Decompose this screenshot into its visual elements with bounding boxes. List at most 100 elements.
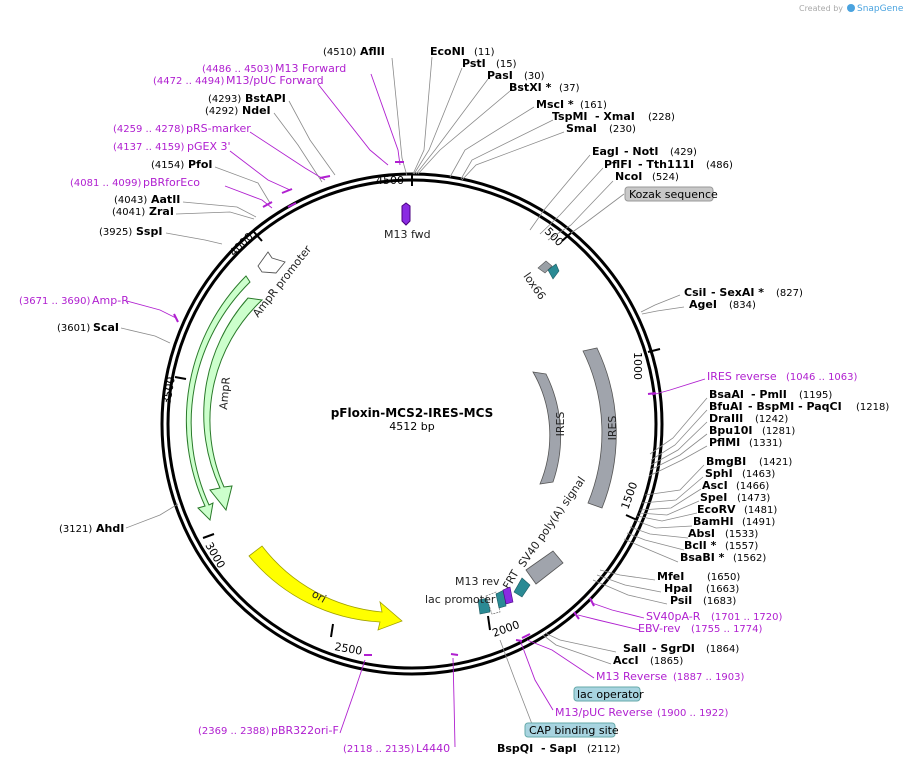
site-pasi[interactable]: PasI [487,69,513,82]
primer-m13-puc-forward[interactable]: M13/pUC Forward [226,74,324,87]
credit-brand[interactable]: SnapGene [857,4,904,14]
site-bstapi[interactable]: BstAPI [245,92,286,105]
primer-l4440[interactable]: L4440 [416,742,450,755]
site-acci[interactable]: AccI [613,654,639,667]
site-asci[interactable]: AscI [702,479,728,492]
site-sgrdi[interactable]: - SgrDI [652,642,695,655]
site-pos-eagi: (429) [670,147,697,158]
ires-inner-label: IRES [554,412,567,437]
primer-ires-reverse[interactable]: IRES reverse [707,370,777,383]
site-tspmi[interactable]: TspMI [552,110,588,123]
primer-range-m13-reverse: (1887 .. 1903) [673,672,745,683]
site-mfei[interactable]: MfeI [657,570,684,583]
site-aflii[interactable]: AflII [360,45,385,58]
ires-outer-label: IRES [606,416,619,441]
primer-sv40pa-r[interactable]: SV40pA-R [646,610,701,623]
site-sexai[interactable]: - SexAI * [711,286,764,299]
site-noti[interactable]: - NotI [624,145,659,158]
lac-operator-feature[interactable] [495,589,507,609]
primer-range-sv40pa-r: (1701 .. 1720) [711,612,783,623]
site-pmli[interactable]: - PmlI [751,388,787,401]
ampr-feature[interactable] [203,297,264,512]
primer-ebv-rev[interactable]: EBV-rev [638,622,681,635]
site-bsaai[interactable]: BsaAI [709,388,744,401]
site-psii[interactable]: PsiI [670,594,692,607]
site-agei[interactable]: AgeI [689,298,717,311]
site-sapi[interactable]: - SapI [541,742,577,755]
site-pos-smai: (230) [609,124,636,135]
primer-m13-puc-reverse[interactable]: M13/pUC Reverse [555,706,653,719]
site-ahdi[interactable]: AhdI [96,522,124,535]
ires-inner-feature[interactable] [532,371,562,485]
site-xmai[interactable]: - XmaI [595,110,635,123]
primer-leader-lines [126,73,706,748]
site-spei[interactable]: SpeI [700,491,727,504]
primer-m13-forward[interactable]: M13 Forward [275,62,346,75]
site-smai[interactable]: SmaI [566,122,597,135]
site-aatii[interactable]: AatII [151,193,180,206]
frt-feature[interactable] [513,577,531,598]
site-ndei[interactable]: NdeI [242,104,271,117]
primer-range-m13-forward: (4486 .. 4503) [202,64,274,75]
site-bcli[interactable]: BclI * [684,539,717,552]
site-tth111i[interactable]: - Tth111I [638,158,694,171]
plasmid-size: 4512 bp [389,420,434,433]
ori-feature[interactable] [248,545,403,631]
primer-range-pbrforeco: (4081 .. 4099) [70,178,142,189]
site-pos-bspqi: (2112) [587,744,620,755]
cap-box[interactable] [524,722,616,738]
primer-pbr322ori-f[interactable]: pBR322ori-F [271,724,339,737]
site-sphi[interactable]: SphI [705,467,733,480]
primer-m13-reverse[interactable]: M13 Reverse [596,670,667,683]
sv40-polya-feature[interactable] [525,550,564,585]
primer-amp-r[interactable]: Amp-R [92,294,129,307]
site-draiii[interactable]: DraIII [709,412,743,425]
lac-operator-box[interactable] [573,686,641,702]
site-bpu10i[interactable]: Bpu10I [709,424,753,437]
site-ecorv[interactable]: EcoRV [697,503,736,516]
ires-outer-feature[interactable] [582,347,617,509]
site-pflmi[interactable]: PflMI [709,436,740,449]
site-pfoi[interactable]: PfoI [188,158,213,171]
site-bsabi[interactable]: BsaBI * [680,551,725,564]
site-hpai[interactable]: HpaI [664,582,693,595]
site-bspmi[interactable]: - BspMI - PaqCI [748,400,842,413]
site-msci[interactable]: MscI * [536,98,574,111]
site-psti[interactable]: PstI [462,57,486,70]
primer-range-m13-puc-reverse: (1900 .. 1922) [657,708,729,719]
site-csii[interactable]: CsiI [684,286,706,299]
site-bmgbi[interactable]: BmgBI [706,455,746,468]
credit-prefix: Created by [799,4,843,13]
site-sali[interactable]: SalI [623,642,646,655]
ampr-promoter-feature[interactable] [257,251,286,274]
site-pos-hpai: (1663) [706,584,739,595]
site-bfuai[interactable]: BfuAI [709,400,743,413]
site-bstxi[interactable]: BstXI * [509,81,552,94]
site-ncoi[interactable]: NcoI [615,170,642,183]
site-bamhi[interactable]: BamHI [693,515,734,528]
lox66-feature[interactable] [547,263,560,280]
m13-rev-feature[interactable] [502,586,514,605]
site-econi[interactable]: EcoNI [430,45,465,58]
cap-site-feature[interactable] [477,597,491,615]
lox66-left-feature[interactable] [537,260,553,274]
site-pos-bamhi: (1491) [742,517,775,528]
primer-prs-marker[interactable]: pRS-marker [186,122,251,135]
kozak-box[interactable] [624,186,714,202]
m13-fwd-feature[interactable] [401,202,411,226]
ampr-outer-feature[interactable] [185,275,251,522]
plasmid-name: pFloxin-MCS2-IRES-MCS [331,406,494,420]
site-pos-ecorv: (1481) [744,505,777,516]
site-eagi[interactable]: EagI [592,145,619,158]
site-pos-aatii: (4043) [114,195,147,206]
site-pflfi[interactable]: PflFI [604,158,632,171]
site-absi[interactable]: AbsI [688,527,715,540]
primer-pbrforeco[interactable]: pBRforEco [143,176,200,189]
primer-pgex3[interactable]: pGEX 3' [187,140,231,153]
site-pos-draiii: (1242) [755,414,788,425]
site-scai[interactable]: ScaI [93,321,119,334]
site-sspi[interactable]: SspI [136,225,162,238]
site-zrai[interactable]: ZraI [149,205,174,218]
site-bspqi[interactable]: BspQI [497,742,533,755]
